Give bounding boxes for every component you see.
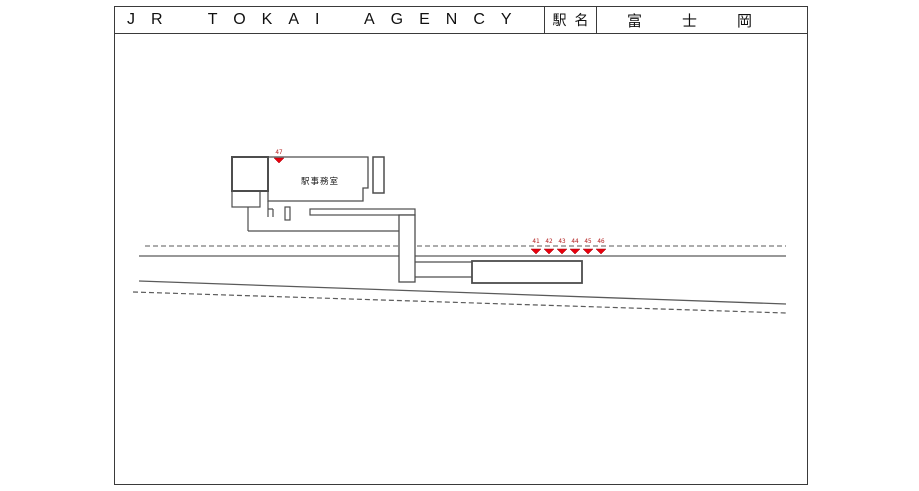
station-name-value: 富士岡 <box>627 12 793 30</box>
header-row: JR TOKAI AGENCY 駅名 富士岡 <box>115 7 807 34</box>
agency-title: JR TOKAI AGENCY <box>127 11 528 28</box>
station-name-label: 駅名 <box>544 7 597 33</box>
station-diagram-sheet: JR TOKAI AGENCY 駅名 富士岡 <box>114 6 808 485</box>
